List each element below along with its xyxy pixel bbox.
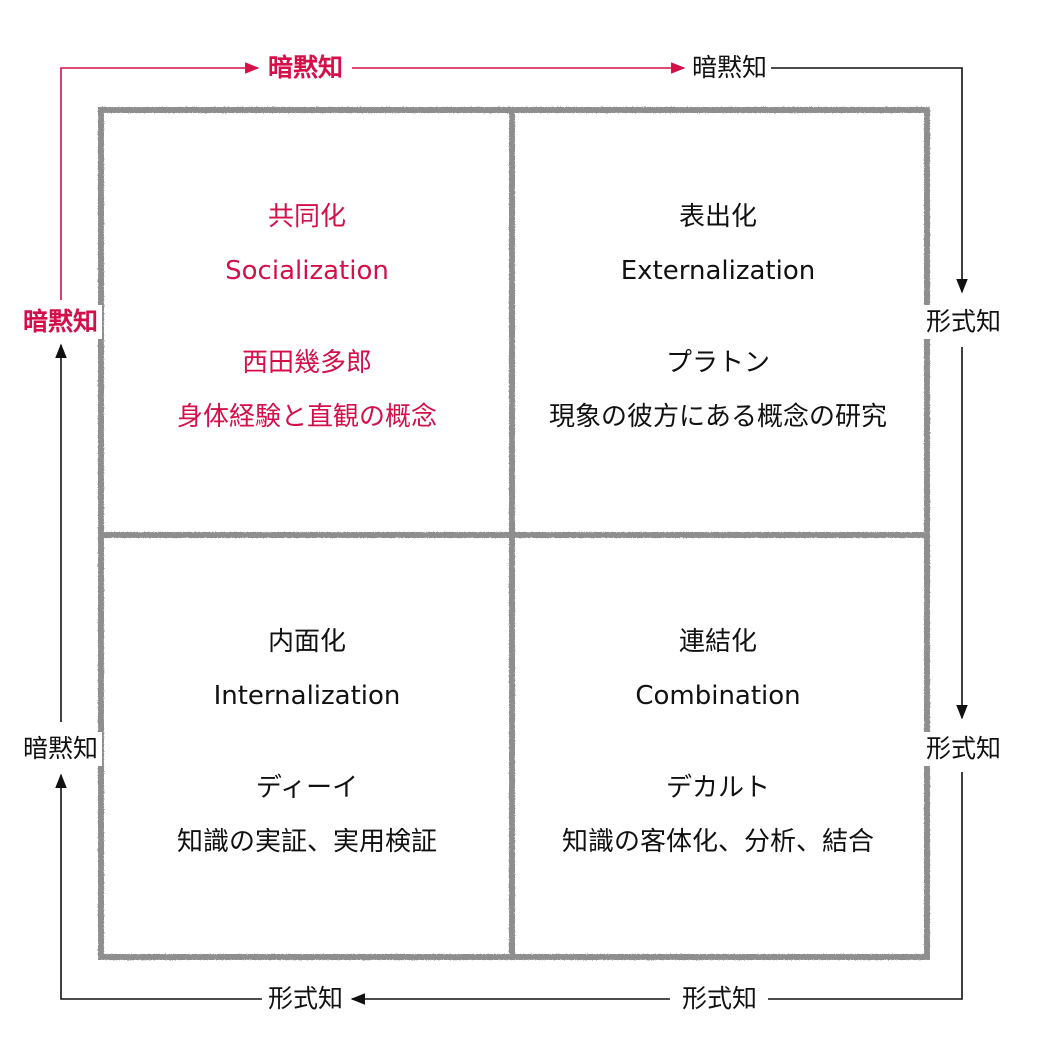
quadrant-title: 連結化 (678, 627, 757, 657)
edge-label-bottom-right: 形式知 (678, 982, 762, 1016)
edge-label-right-bottom: 形式知 (922, 732, 1006, 766)
quadrant-subtitle: Externalization (620, 256, 816, 286)
quadrant-combination: 連結化 Combination デカルト 知識の客体化、分析、結合 (512, 537, 924, 957)
quadrant-person: 西田幾多郎 (241, 348, 372, 378)
edge-label-right-top: 形式知 (922, 305, 1006, 339)
quadrant-person: ディーイ (255, 773, 359, 803)
quadrant-subtitle: Internalization (213, 681, 401, 711)
edge-label-left-bottom: 暗黙知 (19, 732, 103, 766)
quadrant-grid (98, 107, 930, 960)
edge-label-bottom-left: 形式知 (264, 982, 348, 1016)
quadrant-title: 共同化 (267, 202, 346, 232)
edge-label-top-left: 暗黙知 (264, 51, 348, 85)
quadrant-socialization: 共同化 Socialization 西田幾多郎 身体経験と直観の概念 (101, 112, 513, 532)
quadrant-subtitle: Socialization (225, 256, 389, 286)
arrow-tacit-to-tacit-red (60, 62, 260, 300)
quadrant-internalization: 内面化 Internalization ディーイ 知識の実証、実用検証 (101, 537, 513, 957)
quadrant-title: 表出化 (678, 202, 757, 232)
quadrant-title: 内面化 (267, 627, 346, 657)
quadrant-description: 知識の客体化、分析、結合 (561, 827, 874, 857)
arrow-bottom-to-left (55, 773, 262, 1000)
arrow-top-to-right (770, 67, 968, 294)
quadrant-description: 身体経験と直観の概念 (176, 402, 437, 432)
quadrant-person: プラトン (665, 348, 770, 378)
quadrant-subtitle: Combination (635, 681, 801, 711)
quadrant-description: 知識の実証、実用検証 (176, 827, 437, 857)
edge-label-left-top: 暗黙知 (19, 305, 103, 339)
edge-label-top-right: 暗黙知 (688, 51, 772, 85)
quadrant-externalization: 表出化 Externalization プラトン 現象の彼方にある概念の研究 (512, 112, 924, 532)
arrow-right-to-bottom (768, 772, 963, 1000)
quadrant-description: 現象の彼方にある概念の研究 (548, 402, 887, 432)
quadrant-person: デカルト (665, 773, 770, 803)
